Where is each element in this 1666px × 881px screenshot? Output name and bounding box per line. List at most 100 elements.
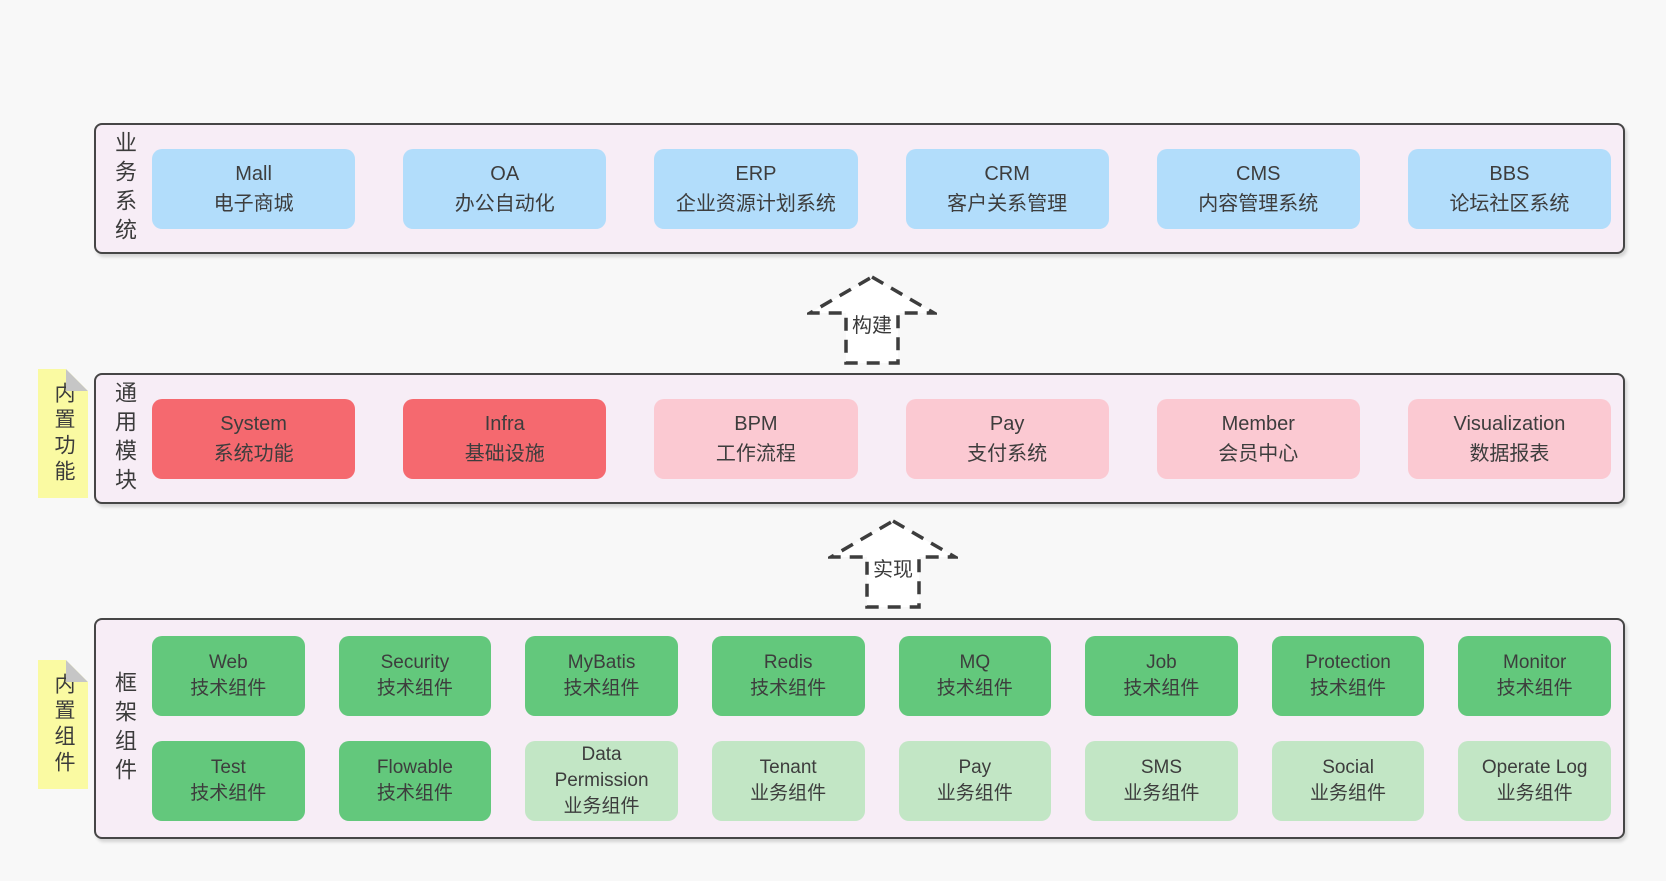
box-social: Social 业务组件: [1271, 741, 1425, 821]
box-security: Security 技术组件: [338, 636, 492, 716]
box-pay-module: Pay 支付系统: [905, 398, 1109, 479]
layer-label-business-systems: 业务系统: [112, 130, 137, 247]
box-protection: Protection 技术组件: [1271, 636, 1425, 716]
box-title: BBS: [1489, 162, 1530, 185]
box-subtitle: 内容管理系统: [1198, 192, 1319, 215]
box-web: Web 技术组件: [152, 636, 305, 716]
component-boxes-row-1: Web 技术组件 Security 技术组件 MyBatis 技术组件 Redi…: [152, 636, 1611, 716]
box-title: Redis: [763, 651, 813, 673]
box-subtitle: 技术组件: [936, 678, 1013, 699]
box-subtitle: 基础设施: [464, 442, 545, 465]
box-tenant: Tenant 业务组件: [711, 741, 865, 821]
arrow-implement: 实现: [828, 518, 958, 609]
box-subtitle: 技术组件: [1310, 678, 1387, 699]
box-title: ERP: [735, 162, 777, 185]
arrow-build-label: 构建: [852, 314, 892, 337]
box-subtitle: 业务组件: [750, 783, 827, 804]
box-oa: OA 办公自动化: [403, 148, 607, 229]
box-subtitle: 系统功能: [213, 442, 294, 465]
box-title: System: [220, 412, 287, 435]
box-title: Infra: [484, 412, 525, 435]
box-subtitle: 业务组件: [1496, 783, 1573, 804]
layer-common-modules: 通用模块 System 系统功能 Infra 基础设施 BPM 工作流程 Pay…: [94, 373, 1625, 504]
box-title: Pay: [989, 412, 1025, 435]
tag-built-in-components: 内置组件: [38, 660, 88, 789]
box-subtitle: 办公自动化: [454, 192, 555, 215]
up-arrow-icon: [807, 274, 937, 365]
box-subtitle: 工作流程: [715, 442, 796, 465]
box-subtitle: 支付系统: [967, 442, 1048, 465]
box-title: Test: [210, 756, 246, 778]
box-subtitle: 技术组件: [376, 783, 453, 804]
box-subtitle: 技术组件: [1123, 678, 1200, 699]
box-erp: ERP 企业资源计划系统: [654, 148, 858, 229]
box-title: Member: [1221, 412, 1295, 435]
box-title: Protection: [1305, 651, 1391, 673]
box-visualization: Visualization 数据报表: [1407, 398, 1612, 479]
box-title: Data Permission: [554, 743, 649, 791]
box-subtitle: 电子商城: [213, 192, 294, 215]
box-title: OA: [490, 162, 520, 185]
box-member: Member 会员中心: [1156, 398, 1360, 479]
box-title: SMS: [1140, 756, 1183, 778]
box-title: CRM: [984, 162, 1030, 185]
box-operate-log: Operate Log 业务组件: [1458, 741, 1611, 821]
tag-built-in-components-label: 内置组件: [52, 672, 75, 777]
box-system: System 系统功能: [152, 398, 356, 479]
box-monitor: Monitor 技术组件: [1458, 636, 1611, 716]
box-subtitle: 客户关系管理: [947, 192, 1068, 215]
box-mybatis: MyBatis 技术组件: [525, 636, 678, 716]
component-boxes-row-2: Test 技术组件 Flowable 技术组件 Data Permission …: [152, 741, 1611, 821]
box-subtitle: 论坛社区系统: [1449, 192, 1570, 215]
box-title: BPM: [734, 412, 778, 435]
layer-label-common-modules: 通用模块: [112, 380, 137, 497]
up-arrow-icon: [828, 518, 958, 609]
layer-business-systems: 业务系统 Mall 电子商城 OA 办公自动化 ERP 企业资源计划系统 CRM…: [94, 123, 1625, 254]
arrow-build: 构建: [807, 274, 937, 365]
tag-built-in-features: 内置功能: [38, 369, 88, 498]
box-mall: Mall 电子商城: [152, 148, 356, 229]
box-flowable: Flowable 技术组件: [338, 741, 492, 821]
box-title: Monitor: [1503, 651, 1567, 673]
box-pay-component: Pay 业务组件: [898, 741, 1052, 821]
folded-corner-icon: [66, 660, 88, 682]
box-title: MQ: [959, 651, 991, 673]
box-title: Flowable: [376, 756, 453, 778]
box-bpm: BPM 工作流程: [654, 398, 858, 479]
box-title: Web: [208, 651, 248, 673]
box-subtitle: 企业资源计划系统: [675, 192, 836, 215]
box-mq: MQ 技术组件: [898, 636, 1052, 716]
box-subtitle: 技术组件: [190, 783, 267, 804]
box-cms: CMS 内容管理系统: [1156, 148, 1360, 229]
box-title: Operate Log: [1481, 756, 1588, 778]
business-boxes-row: Mall 电子商城 OA 办公自动化 ERP 企业资源计划系统 CRM 客户关系…: [152, 148, 1612, 229]
box-bbs: BBS 论坛社区系统: [1407, 148, 1612, 229]
box-data-permission: Data Permission 业务组件: [525, 741, 678, 821]
box-title: Security: [380, 651, 450, 673]
box-subtitle: 技术组件: [750, 678, 827, 699]
layer-framework-components: 框架组件 Web 技术组件 Security 技术组件 MyBatis 技术组件…: [94, 618, 1625, 839]
box-title: Mall: [235, 162, 272, 185]
box-subtitle: 技术组件: [190, 678, 267, 699]
component-boxes: Web 技术组件 Security 技术组件 MyBatis 技术组件 Redi…: [152, 636, 1611, 821]
module-boxes-row: System 系统功能 Infra 基础设施 BPM 工作流程 Pay 支付系统…: [152, 398, 1612, 479]
box-crm: CRM 客户关系管理: [905, 148, 1109, 229]
box-subtitle: 数据报表: [1469, 442, 1550, 465]
box-subtitle: 技术组件: [563, 678, 640, 699]
box-subtitle: 技术组件: [1496, 678, 1573, 699]
box-subtitle: 业务组件: [563, 796, 640, 818]
folded-corner-icon: [66, 369, 88, 391]
box-title: Job: [1146, 651, 1177, 673]
box-test: Test 技术组件: [152, 741, 305, 821]
box-infra: Infra 基础设施: [403, 398, 607, 479]
tag-built-in-features-label: 内置功能: [52, 381, 75, 486]
box-redis: Redis 技术组件: [711, 636, 865, 716]
box-title: CMS: [1236, 162, 1281, 185]
box-job: Job 技术组件: [1085, 636, 1238, 716]
box-subtitle: 业务组件: [1310, 783, 1387, 804]
box-subtitle: 技术组件: [376, 678, 453, 699]
box-subtitle: 业务组件: [936, 783, 1013, 804]
box-subtitle: 会员中心: [1218, 442, 1299, 465]
layer-label-framework-components: 框架组件: [112, 670, 137, 787]
